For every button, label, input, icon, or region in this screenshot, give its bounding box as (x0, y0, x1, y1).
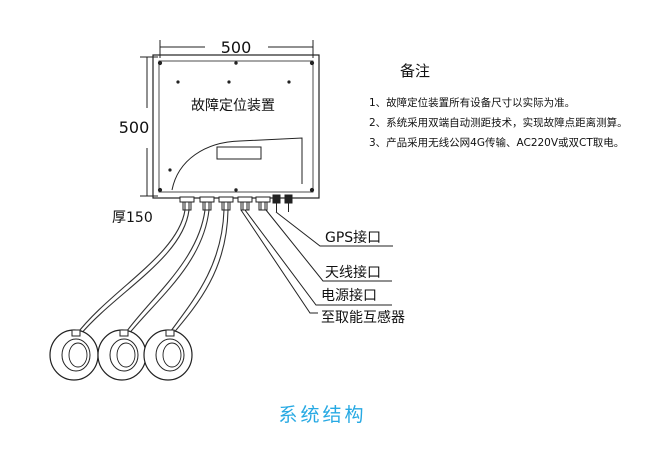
gps-port-label: GPS接口 (325, 229, 381, 246)
callout-leaders (240, 209, 393, 314)
width-dimension-label: 500 (221, 38, 252, 57)
sensor-cables (75, 209, 229, 336)
device-enclosure (152, 54, 320, 199)
sensor-label: 至取能互感器 (321, 309, 405, 326)
antenna-port-label: 天线接口 (325, 264, 381, 281)
ct-ring-1 (49, 329, 99, 381)
diagram-caption: 系统结构 (278, 404, 367, 426)
gps-antenna-connector-a (272, 194, 281, 212)
note-item-1: 1、故障定位装置所有设备尺寸以实际为准。 (369, 96, 575, 109)
device-title: 故障定位装置 (191, 98, 275, 114)
gps-antenna-connector-b (284, 194, 293, 212)
left-dimension (140, 56, 158, 197)
ct-ring-2 (97, 329, 147, 381)
connector-row (179, 194, 293, 212)
thickness-label: 厚150 (112, 210, 153, 226)
sensor-connector-3 (218, 196, 234, 211)
power-port-label: 电源接口 (321, 287, 377, 304)
sensor-connector-1 (179, 196, 195, 211)
antenna-connector (255, 196, 271, 211)
height-dimension-label: 500 (119, 118, 150, 137)
note-item-3: 3、产品采用无线公网4G传输、AC220V或双CT取电。 (369, 136, 624, 149)
sensor-connector-2 (199, 196, 215, 211)
ct-ring-3 (143, 329, 193, 381)
note-item-2: 2、系统采用双端自动测距技术，实现故障点距离测算。 (369, 116, 628, 129)
power-connector (237, 196, 253, 211)
notes-title: 备注 (400, 62, 430, 80)
